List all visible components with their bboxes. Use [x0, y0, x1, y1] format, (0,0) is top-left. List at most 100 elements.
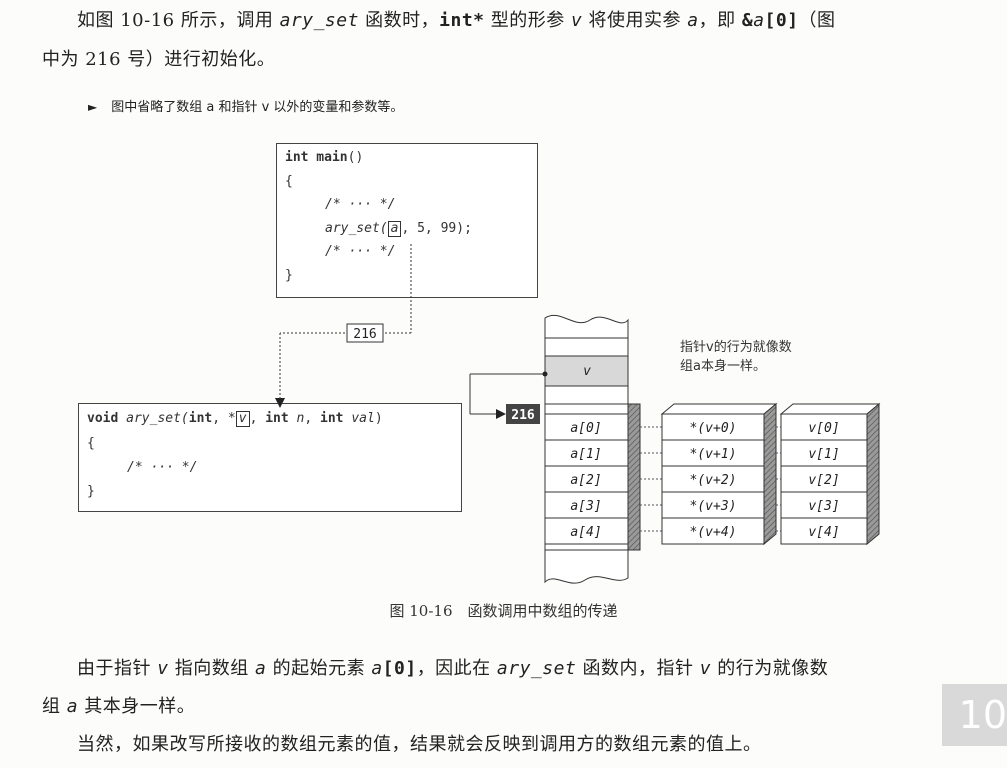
array-a-cell [544, 439, 629, 467]
array-a-cell-label: a[3] [570, 499, 601, 514]
text: 的起始元素 [266, 658, 372, 679]
code-line: } [285, 268, 293, 283]
ary-set-code-box: void ary_set(int, *v, int n, int val) { … [78, 403, 462, 512]
callout-line: 指针v的行为就像数 [680, 340, 792, 355]
code-line: { [87, 436, 95, 451]
code: , 5, 99); [401, 221, 472, 236]
v-cell [780, 517, 868, 545]
intro-paragraph: 如图 10-16 所示，调用 ary_set 函数时，int* 型的形参 v 将… [77, 4, 836, 38]
v-cell-label: v[1] [808, 447, 839, 462]
text: 指向数组 [168, 658, 256, 679]
param: n [288, 411, 305, 426]
code: , * [212, 411, 236, 426]
arrow-right-icon [496, 409, 506, 419]
closing-paragraph: 当然，如果改写所接收的数组元素的值，结果就会反映到调用方的数组元素的值上。 [77, 734, 762, 755]
dotted-connector [279, 244, 412, 404]
body-paragraph-line2: 组 a 其本身一样。 [42, 690, 195, 724]
array-a-cell-label: a[4] [570, 525, 601, 540]
v-cell-label: v[0] [808, 421, 839, 436]
deref-cell-label: *(v+1) [690, 447, 737, 462]
chapter-tab: 10 [942, 684, 1007, 746]
text: 中为 216 号）进行初始化。 [42, 49, 276, 70]
var-a: a [371, 658, 383, 679]
arg-a-box: a [387, 221, 402, 237]
pointer-dot [542, 371, 548, 377]
callout-note: 指针v的行为就像数 组a本身一样。 [680, 338, 850, 376]
v-cell [780, 491, 868, 519]
array-a-cell [544, 413, 629, 441]
text: 由于指针 [77, 658, 158, 679]
var-v: v [570, 10, 583, 31]
v-block-side-face [866, 402, 880, 546]
type-name: int* [439, 10, 485, 31]
code: , [249, 411, 266, 426]
addr-label: 216 [353, 327, 376, 342]
deref-block-side-face [763, 402, 777, 546]
code-line: ary_set(a, 5, 99); [325, 221, 472, 237]
func-call: ary_set( [325, 221, 388, 236]
text: （图 [798, 10, 836, 31]
index: [0] [764, 10, 799, 31]
code-comment: /* ··· */ [127, 460, 198, 475]
keyword: int [320, 411, 344, 426]
text: 其本身一样。 [78, 696, 196, 717]
array-a-cell [544, 491, 629, 519]
triangle-bullet-icon: ► [88, 100, 98, 114]
text: ，因此在 [416, 658, 497, 679]
deref-cell [661, 517, 765, 545]
code-line: void ary_set(int, *v, int n, int val) [87, 411, 383, 427]
func-name: ary_set [279, 10, 359, 31]
deref-cell [661, 465, 765, 493]
text: 函数时， [358, 10, 440, 31]
v-cell [780, 465, 868, 493]
v-cell-label: v[4] [808, 525, 839, 540]
var-v: v [699, 658, 712, 679]
array-a-cell [544, 517, 629, 545]
pointer-arrow [469, 373, 545, 415]
func-name: ary_set [496, 658, 577, 679]
v-block-top-face [779, 403, 881, 415]
code-line: } [87, 484, 95, 499]
var-v: v [157, 658, 169, 679]
addr-dark-label: 216 [511, 408, 535, 423]
intro-paragraph-line2: 中为 216 号）进行初始化。 [42, 43, 275, 77]
array-a-cell-label: a[1] [570, 447, 601, 462]
keyword: int [188, 411, 213, 426]
code: , [304, 411, 321, 426]
index: [0] [382, 658, 417, 679]
param: val [343, 411, 375, 426]
arrow-down-icon [275, 398, 285, 408]
text: 如图 10-16 所示，调用 [77, 10, 280, 31]
v-cell [780, 413, 868, 441]
keyword: int main [285, 150, 348, 165]
text: 组 [42, 696, 67, 717]
callout-line: 组a本身一样。 [680, 359, 766, 374]
main-code-box: int main() { /* ··· */ ary_set(a, 5, 99)… [276, 143, 538, 298]
var-a: a [66, 696, 79, 717]
var-a: a [753, 10, 765, 31]
addr-dark-box [506, 404, 540, 424]
deref-cell-label: *(v+2) [690, 473, 737, 488]
code-comment: /* ··· */ [325, 244, 396, 259]
deref-cell-label: *(v+0) [690, 421, 737, 436]
deref-cell-label: *(v+4) [690, 525, 737, 540]
var-a: a [687, 10, 699, 31]
addr-label-box [346, 323, 384, 343]
v-cell-label: v[3] [808, 499, 839, 514]
text: 的行为就像数 [711, 658, 829, 679]
text: 将使用实参 [582, 10, 688, 31]
note-text: 图中省略了数组 a 和指针 v 以外的变量和参数等。 [111, 100, 404, 115]
var-a: a [255, 658, 267, 679]
text: 型的形参 [484, 10, 571, 31]
deref-block-top-face [660, 403, 778, 415]
keyword: void [87, 411, 127, 426]
figure-caption: 图 10-16 函数调用中数组的传递 [389, 602, 618, 620]
keyword: int [265, 411, 289, 426]
array-a-cell [544, 465, 629, 493]
array-a-cell-label: a[2] [570, 473, 601, 488]
code: () [347, 150, 364, 165]
param-v-box: v [235, 411, 250, 427]
amp: & [741, 10, 754, 31]
body-paragraph: 由于指针 v 指向数组 a 的起始元素 a[0]，因此在 ary_set 函数内… [77, 652, 828, 686]
